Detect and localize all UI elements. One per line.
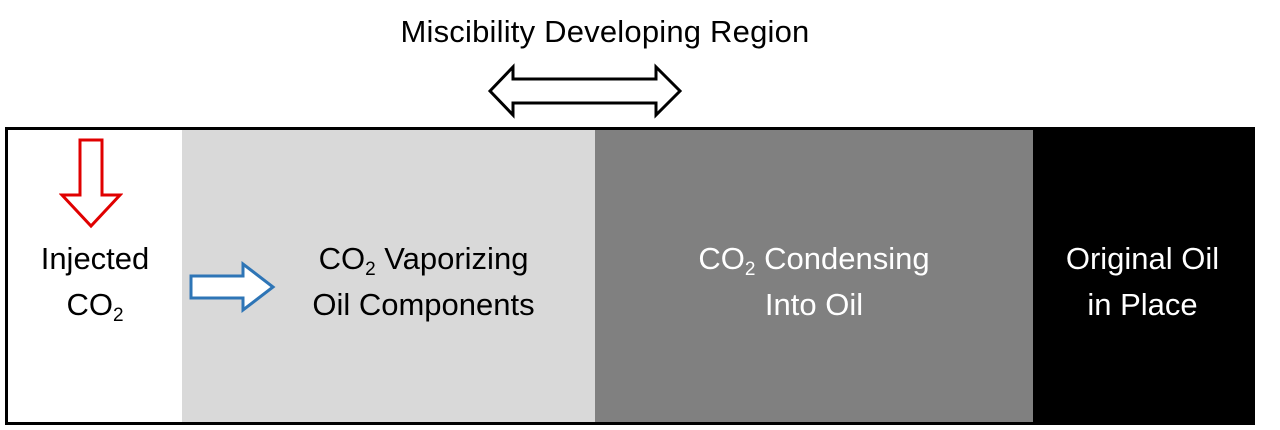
zone-original-label: Original Oil in Place [1033, 236, 1252, 328]
zone-original-line2: in Place [1087, 287, 1198, 322]
zone-injected-line2: CO2 [66, 287, 124, 326]
zone-vaporizing-line2: Oil Components [312, 287, 535, 322]
zone-original-oil: Original Oil in Place [1033, 130, 1252, 422]
zone-condensing-line1: CO2 Condensing [698, 241, 930, 280]
double-arrow-icon [487, 63, 683, 119]
process-diagram: Injected CO2 CO2 Vaporizing Oil Componen… [5, 127, 1255, 425]
zone-injected-line1: Injected [40, 241, 150, 276]
zone-condensing: CO2 Condensing Into Oil [595, 130, 1033, 422]
zone-condensing-line2: Into Oil [764, 287, 864, 322]
zone-vaporizing-label: CO2 Vaporizing Oil Components [182, 236, 595, 328]
diagram-title: Miscibility Developing Region [400, 14, 810, 49]
zone-injected-label: Injected CO2 [8, 236, 182, 328]
zone-original-line1: Original Oil [1065, 241, 1220, 276]
zone-condensing-label: CO2 Condensing Into Oil [595, 236, 1033, 328]
zone-injected-co2: Injected CO2 [8, 130, 182, 422]
zone-vaporizing-line1: CO2 Vaporizing [318, 241, 529, 280]
down-arrow-icon [59, 138, 123, 229]
right-arrow-icon [189, 260, 276, 314]
